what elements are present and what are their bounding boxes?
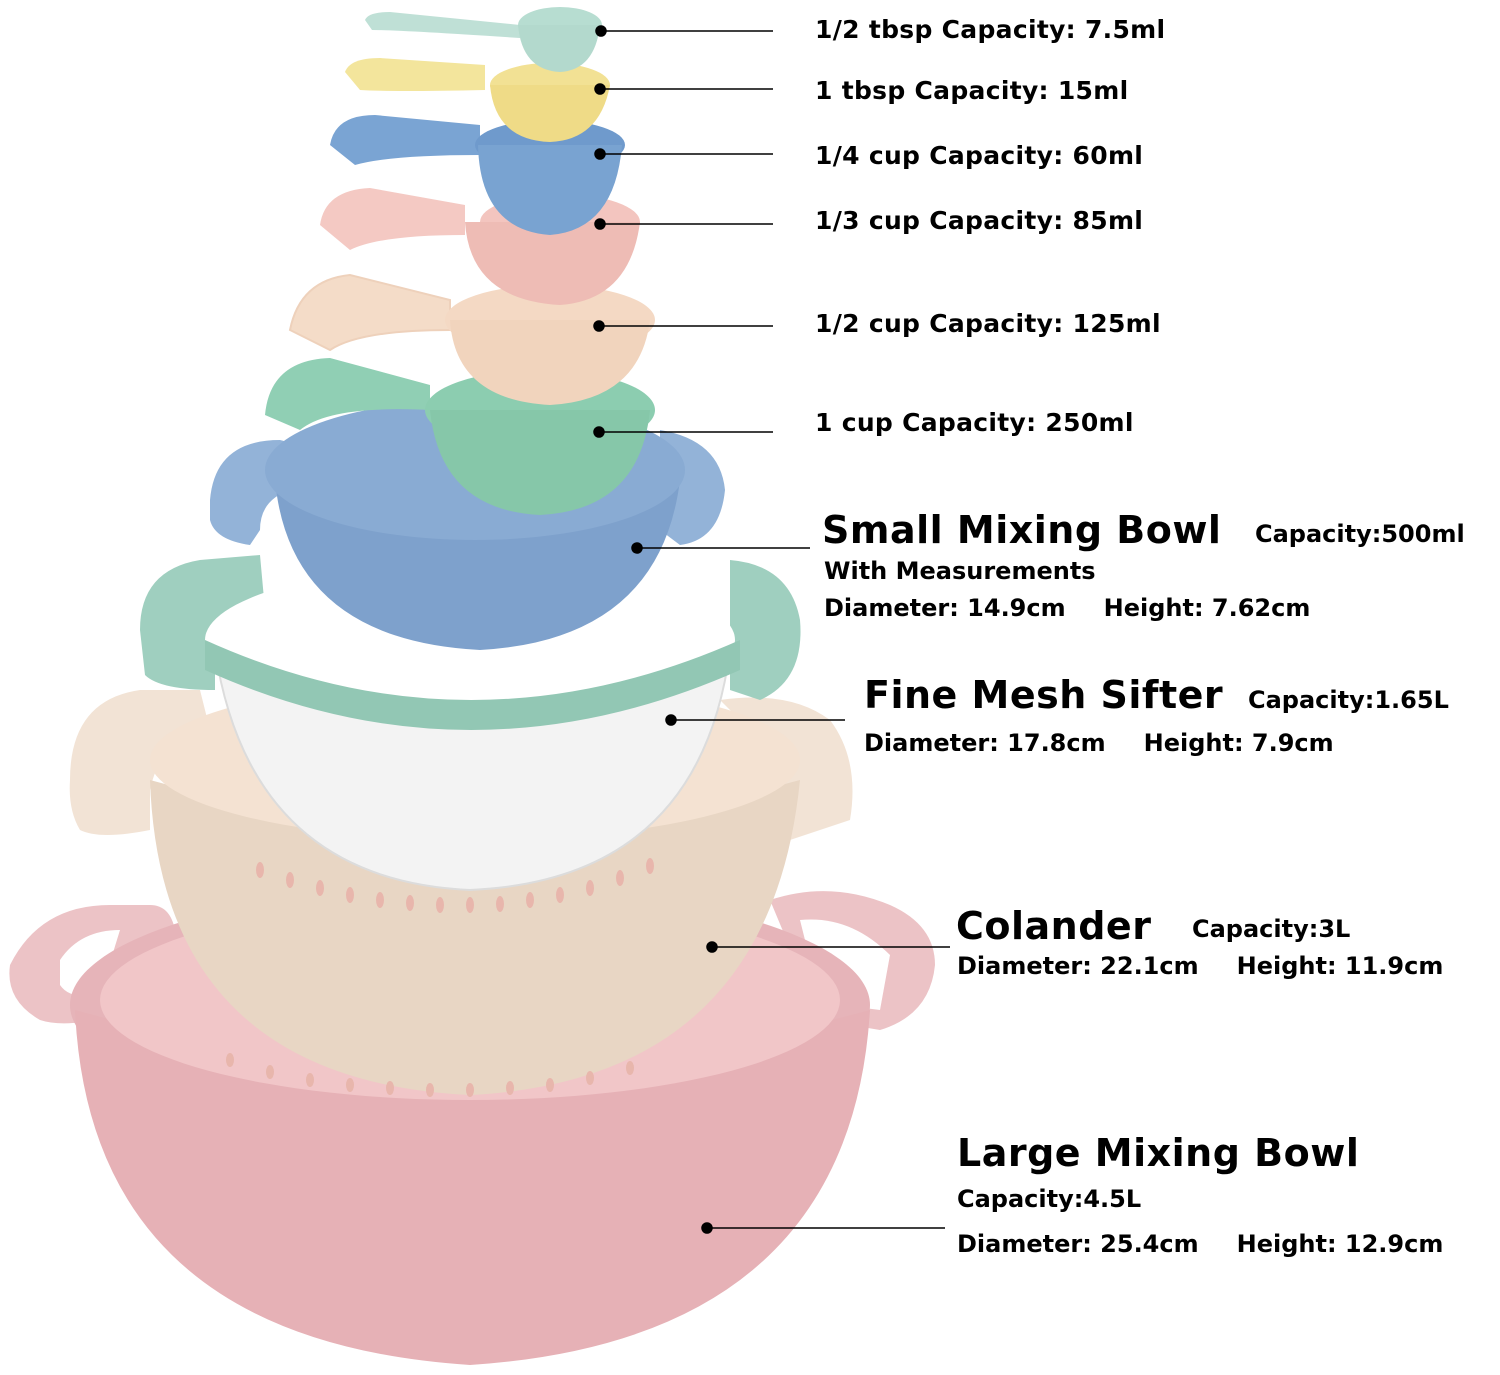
small-bowl-subtitle: With Measurements <box>824 557 1096 585</box>
sifter-dimensions: Diameter: 17.8cm Height: 7.9cm <box>864 729 1334 757</box>
small-bowl-capacity: Capacity:500ml <box>1255 520 1465 548</box>
small-bowl-dimensions: Diameter: 14.9cm Height: 7.62cm <box>824 594 1310 622</box>
sifter-diameter: Diameter: 17.8cm <box>864 729 1106 757</box>
large-bowl-capacity: Capacity:4.5L <box>957 1185 1142 1213</box>
cup-quarter-cup-illustration <box>330 115 625 235</box>
cup-half-tbsp-illustration <box>365 7 602 72</box>
colander-height: Height: 11.9cm <box>1236 952 1444 980</box>
sifter-capacity: Capacity:1.65L <box>1248 686 1449 714</box>
cup-tbsp-illustration <box>345 58 610 142</box>
label-tbsp: 1 tbsp Capacity: 15ml <box>815 76 1129 105</box>
large-bowl-diameter: Diameter: 25.4cm <box>957 1230 1199 1258</box>
label-third-cup: 1/3 cup Capacity: 85ml <box>815 206 1144 235</box>
leader-lines <box>593 25 950 1234</box>
small-bowl-diameter: Diameter: 14.9cm <box>824 594 1066 622</box>
colander-diameter: Diameter: 22.1cm <box>957 952 1199 980</box>
cup-half-cup-illustration <box>288 273 655 405</box>
sifter-title: Fine Mesh Sifter <box>864 673 1224 717</box>
label-quarter-cup: 1/4 cup Capacity: 60ml <box>815 141 1144 170</box>
label-half-tbsp: 1/2 tbsp Capacity: 7.5ml <box>815 15 1166 44</box>
large-bowl-title: Large Mixing Bowl <box>957 1131 1360 1175</box>
small-bowl-height: Height: 7.62cm <box>1103 594 1311 622</box>
colander-title: Colander <box>956 904 1152 948</box>
large-bowl-dimensions: Diameter: 25.4cm Height: 12.9cm <box>957 1230 1443 1258</box>
label-one-cup: 1 cup Capacity: 250ml <box>815 408 1134 437</box>
large-bowl-height: Height: 12.9cm <box>1236 1230 1444 1258</box>
colander-capacity: Capacity:3L <box>1192 915 1351 943</box>
sifter-height: Height: 7.9cm <box>1143 729 1334 757</box>
label-half-cup: 1/2 cup Capacity: 125ml <box>815 309 1161 338</box>
small-bowl-title: Small Mixing Bowl <box>822 508 1222 552</box>
colander-dimensions: Diameter: 22.1cm Height: 11.9cm <box>957 952 1443 980</box>
